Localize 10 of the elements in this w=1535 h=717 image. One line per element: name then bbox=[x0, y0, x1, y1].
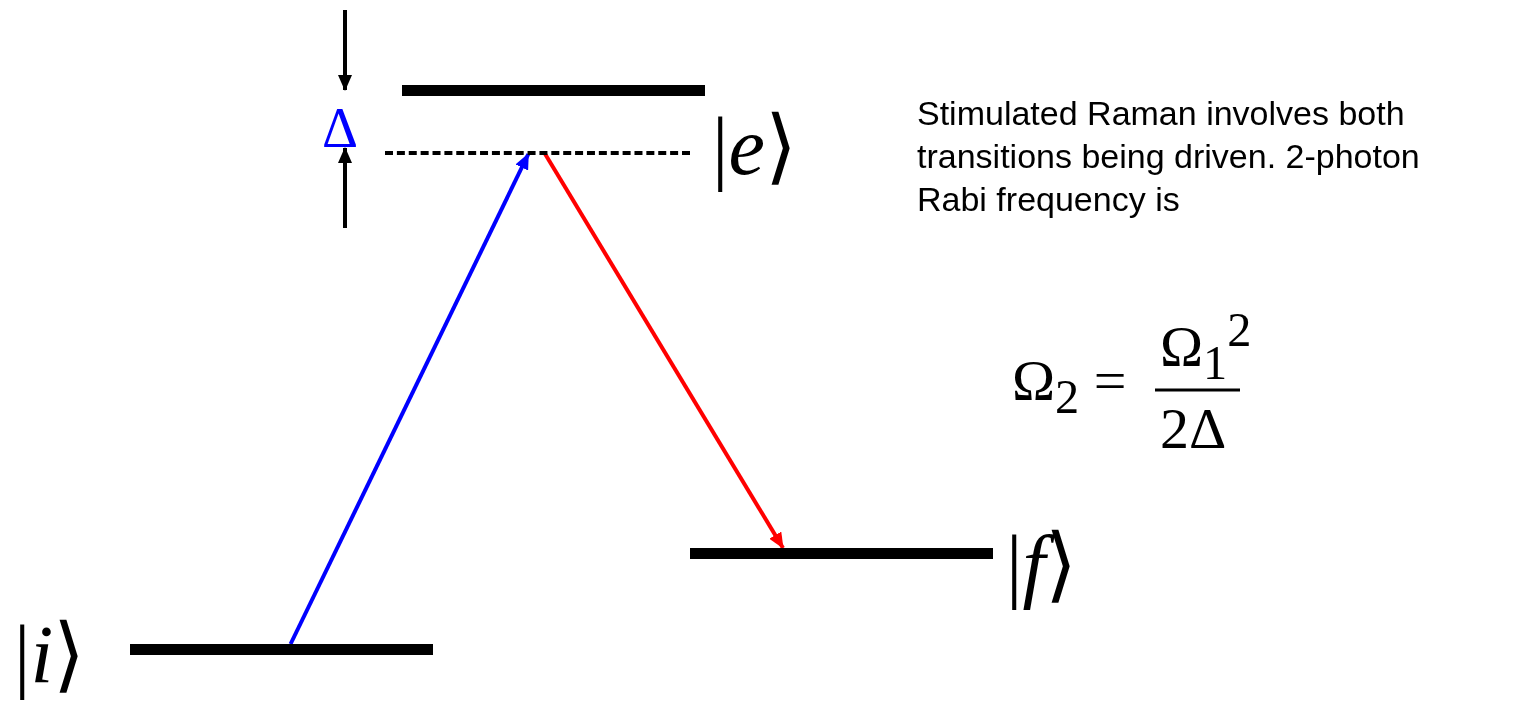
formula-denominator: 2Δ bbox=[1160, 400, 1227, 458]
energy-level-bar bbox=[690, 548, 993, 559]
energy-level-bar bbox=[402, 85, 705, 96]
virtual-level-line bbox=[385, 151, 690, 155]
description-text: Stimulated Raman involves both transitions being driven. 2-photon Rabi frequency is bbox=[917, 93, 1421, 221]
transition-arrow bbox=[288, 153, 531, 645]
formula-text: Ω$_{2}$ = bbox=[1012, 352, 1127, 421]
detuning-symbol: Δ bbox=[322, 100, 358, 156]
energy-level-bar bbox=[130, 644, 433, 655]
transition-arrow bbox=[543, 152, 785, 550]
